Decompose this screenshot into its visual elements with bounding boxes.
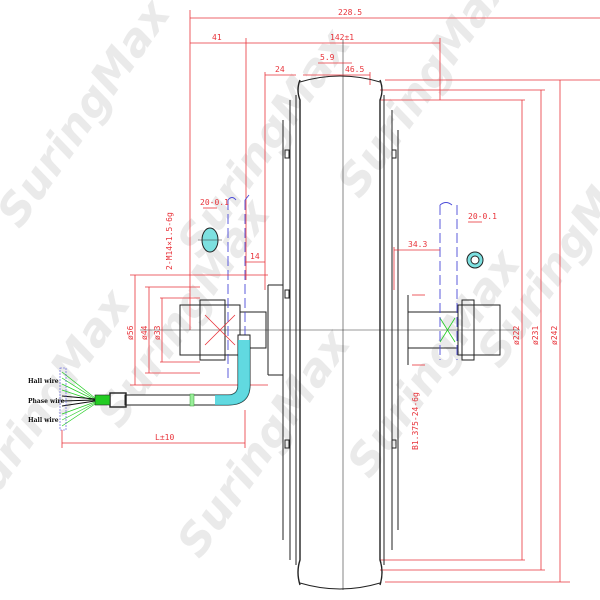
dim-hub-width: 142±1 xyxy=(330,33,354,42)
top-dimensions: 228.5 41 142±1 5.9 46.5 24 xyxy=(189,8,600,590)
dim-dia-44: ø44 xyxy=(140,325,149,340)
label-phase-wire: Phase wire xyxy=(28,398,65,405)
dim-half-width: 46.5 xyxy=(345,65,364,74)
dim-flat-width-left: 20-0.1 xyxy=(200,198,229,207)
diameter-dimensions-right: ø222 ø231 ø242 xyxy=(380,79,600,583)
dim-left-shaft-step: 14 xyxy=(250,252,260,261)
dim-left-offset: 41 xyxy=(212,33,222,42)
dim-dia-33: ø33 xyxy=(153,325,162,340)
label-hall-wire-top: Hall wire xyxy=(28,378,59,385)
diameter-dimensions-left: ø56 ø44 ø33 xyxy=(126,274,268,386)
watermark: SuringMax xyxy=(327,0,521,206)
dim-right-shaft-length: 34.3 xyxy=(408,240,427,249)
dim-dia-222: ø222 xyxy=(512,326,521,345)
thread-left: 2-M14×1.5-6g xyxy=(165,212,174,270)
cable: Hall wire Phase wire Hall wire L±10 xyxy=(28,334,251,448)
dim-flange-offset: 24 xyxy=(275,65,285,74)
dim-center-offset: 5.9 xyxy=(320,53,335,62)
thread-right: B1.375-24-6g xyxy=(411,392,420,450)
dim-dia-242: ø242 xyxy=(550,326,559,345)
right-shaft: 20-0.1 34.3 B1.375-24-6g xyxy=(393,202,501,450)
dim-flat-width-right: 20-0.1 xyxy=(468,212,497,221)
watermark: SuringMax xyxy=(0,0,182,236)
dim-dia-56: ø56 xyxy=(126,325,135,340)
dim-dia-231: ø231 xyxy=(531,326,540,345)
dim-cable-length: L±10 xyxy=(155,433,174,442)
label-hall-wire-bottom: Hall wire xyxy=(28,417,59,424)
left-shaft: 20-0.1 14 2-M14×1.5-6g xyxy=(165,194,267,380)
dim-overall-width: 228.5 xyxy=(338,8,362,17)
